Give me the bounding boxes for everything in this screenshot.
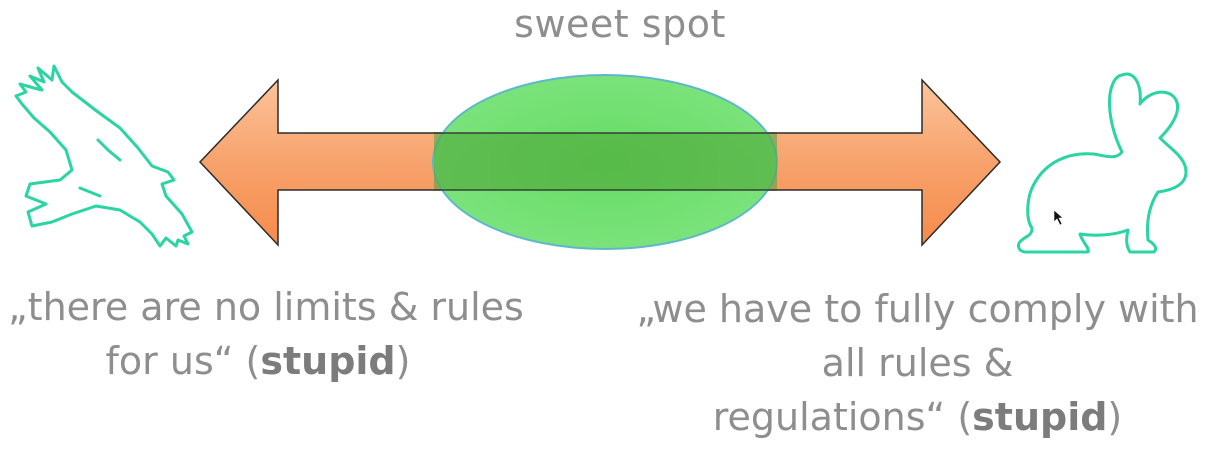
right-caption: „we have to fully comply with all rules …: [635, 282, 1200, 444]
left-caption-suffix: ): [395, 339, 411, 383]
left-caption-line1: „there are no limits & rules: [8, 285, 524, 329]
left-caption-line2: for us“ (stupid): [8, 334, 508, 388]
cursor-icon: [1053, 209, 1064, 226]
eagle-icon: [14, 64, 194, 248]
right-caption-prefix: regulations“ (: [712, 395, 973, 439]
right-caption-line1: „we have to fully comply with: [636, 287, 1199, 331]
right-caption-line3: regulations“ (stupid): [635, 390, 1200, 444]
sweet-spot-ellipse: [432, 74, 778, 250]
rabbit-icon: [1017, 72, 1188, 254]
left-caption: „there are no limits & rules for us“ (st…: [8, 280, 524, 388]
left-caption-bold: stupid: [260, 339, 396, 383]
right-caption-bold: stupid: [972, 395, 1108, 439]
left-caption-prefix: for us“ (: [105, 339, 261, 383]
right-caption-line2: all rules &: [821, 341, 1014, 385]
right-caption-suffix: ): [1107, 395, 1123, 439]
sweet-spot-title: sweet spot: [514, 2, 726, 46]
